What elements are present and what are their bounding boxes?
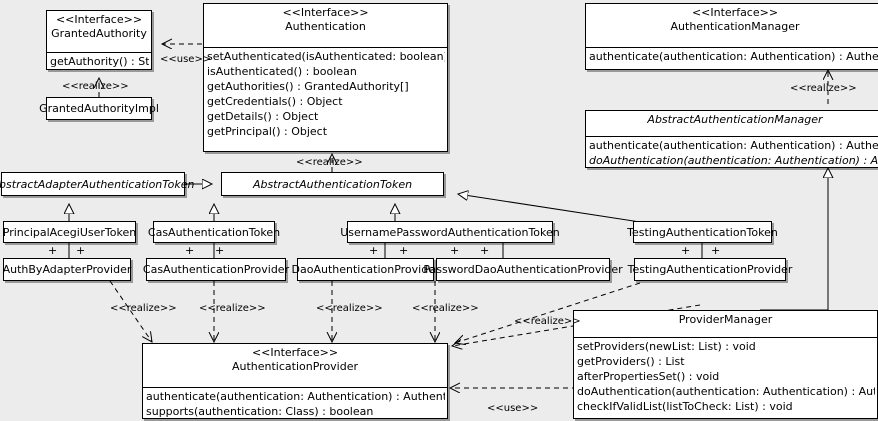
class-header: <<Interface>> Authentication	[204, 4, 447, 48]
edge-label-realize-grantedauthorityimpl: <<realize>>	[62, 81, 129, 92]
edge-label-realize-daoauthenticationprovider: <<realize>>	[316, 303, 383, 314]
class-name: AbstractAdapterAuthenticationToken	[0, 177, 195, 191]
operations-compartment: authenticate(authentication: Authenticat…	[586, 137, 878, 170]
association-plus: +	[681, 244, 691, 257]
class-principal-acegi-user-token[interactable]: PrincipalAcegiUserToken	[3, 221, 136, 243]
edge-label-realize-abstractauthenticationtoken: <<realize>>	[296, 157, 363, 168]
operation: getAuthorities() : GrantedAuthority[]	[207, 80, 409, 93]
class-header: <<Interface>> GrantedAuthority	[47, 11, 151, 53]
class-name: CasAuthenticationToken	[147, 225, 281, 239]
operation: authenticate(authentication: Authenticat…	[146, 390, 445, 403]
association-plus: +	[480, 244, 490, 257]
association-plus: +	[369, 244, 379, 257]
class-name: GrantedAuthority	[51, 27, 147, 40]
edge-label-realize-abstractauthenticationmanager: <<realize>>	[790, 83, 857, 94]
operation: getPrincipal() : Object	[207, 125, 328, 138]
association-plus: +	[215, 244, 225, 257]
edge-label-realize-authbyadapterprovider: <<realize>>	[110, 303, 177, 314]
class-header: <<Interface>> AuthenticationManager	[586, 4, 878, 48]
class-header: <<Interface>> AuthenticationProvider	[143, 344, 447, 388]
class-dao-authentication-provider[interactable]: DaoAuthenticationProvider	[292, 258, 440, 281]
class-cas-authentication-token[interactable]: CasAuthenticationToken	[148, 221, 280, 243]
class-name: DaoAuthenticationProvider	[291, 263, 440, 276]
class-name: AbstractAuthenticationToken	[252, 177, 413, 191]
operation: setAuthenticated(isAuthenticated: boolea…	[207, 50, 445, 63]
operations-compartment: authenticate(authentication: Authenticat…	[586, 48, 878, 66]
class-name: PrincipalAcegiUserToken	[2, 225, 137, 239]
operation: supports(authentication: Class) : boolea…	[146, 405, 374, 418]
operation: getProviders() : List	[577, 355, 685, 368]
class-abstract-authentication-manager[interactable]: AbstractAuthenticationManager authentica…	[585, 110, 878, 168]
operation: isAuthenticated() : boolean	[207, 65, 357, 78]
class-name: Authentication	[285, 20, 366, 33]
operation: authenticate(authentication: Authenticat…	[589, 50, 878, 63]
operations-compartment: getAuthority() : String	[47, 53, 151, 71]
stereotype-label: <<Interface>>	[282, 6, 369, 19]
edge-label-use-providermanager: <<use>>	[487, 403, 539, 414]
class-name: PasswordDaoAuthenticationProvider	[423, 263, 623, 276]
class-name: AuthByAdapterProvider	[2, 263, 132, 276]
association-plus: +	[76, 244, 86, 257]
class-authentication-manager[interactable]: <<Interface>> AuthenticationManager auth…	[585, 3, 878, 70]
class-name: ProviderManager	[678, 313, 773, 326]
stereotype-label: <<Interface>>	[251, 346, 339, 359]
operation: doAuthentication(authentication: Authent…	[577, 385, 875, 398]
class-username-password-authentication-token[interactable]: UsernamePasswordAuthenticationToken	[340, 221, 560, 243]
class-name: AuthenticationManager	[670, 20, 800, 33]
operation: doAuthentication(authentication: Authent…	[589, 154, 878, 167]
association-plus: +	[450, 244, 460, 257]
class-granted-authority-impl[interactable]: GrantedAuthorityImpl	[39, 97, 159, 120]
association-plus: +	[399, 244, 409, 257]
class-header: ProviderManager	[574, 311, 877, 338]
class-provider-manager[interactable]: ProviderManager setProviders(newList: Li…	[573, 310, 878, 419]
edge-label-use-authentication-grantedauthority: <<use>>	[160, 54, 212, 65]
class-password-dao-authentication-provider[interactable]: PasswordDaoAuthenticationProvider	[423, 258, 623, 281]
operation: getCredentials() : Object	[207, 95, 343, 108]
class-name: TestingAuthenticationProvider	[627, 263, 793, 276]
class-abstract-adapter-authentication-token[interactable]: AbstractAdapterAuthenticationToken	[0, 172, 194, 196]
association-plus: +	[48, 244, 58, 257]
class-name: CasAuthenticationProvider	[142, 263, 290, 276]
class-testing-authentication-provider[interactable]: TestingAuthenticationProvider	[628, 258, 792, 281]
class-header: AbstractAuthenticationManager	[586, 111, 878, 137]
operations-compartment: setProviders(newList: List) : void getPr…	[574, 338, 877, 416]
class-authentication[interactable]: <<Interface>> Authentication setAuthenti…	[203, 3, 448, 152]
association-plus: +	[185, 244, 195, 257]
stereotype-label: <<Interface>>	[55, 13, 143, 26]
operation: getDetails() : Object	[207, 110, 319, 123]
class-name: AbstractAuthenticationManager	[647, 113, 823, 126]
class-authentication-provider[interactable]: <<Interface>> AuthenticationProvider aut…	[142, 343, 448, 419]
edge-label-realize-providermanager: <<realize>>	[514, 316, 581, 327]
edge-label-realize-casauthenticationprovider: <<realize>>	[199, 303, 266, 314]
operations-compartment: setAuthenticated(isAuthenticated: boolea…	[204, 48, 447, 141]
operation: afterPropertiesSet() : void	[577, 370, 720, 383]
class-name: AuthenticationProvider	[231, 360, 359, 373]
class-testing-authentication-token[interactable]: TestingAuthenticationToken	[627, 221, 778, 243]
edge-label-realize-passworddaoauthenticationprovider: <<realize>>	[412, 303, 479, 314]
class-granted-authority[interactable]: <<Interface>> GrantedAuthority getAuthor…	[46, 10, 152, 70]
class-name: UsernamePasswordAuthenticationToken	[340, 225, 560, 239]
operation: getAuthority() : String	[50, 55, 149, 68]
class-abstract-authentication-token[interactable]: AbstractAuthenticationToken	[221, 172, 444, 196]
stereotype-label: <<Interface>>	[691, 6, 779, 19]
operation: authenticate(authentication: Authenticat…	[589, 139, 878, 152]
class-name: GrantedAuthorityImpl	[39, 102, 159, 115]
class-name: TestingAuthenticationToken	[627, 225, 778, 239]
operation: checkIfValidList(listToCheck: List) : vo…	[577, 400, 793, 413]
class-cas-authentication-provider[interactable]: CasAuthenticationProvider	[142, 258, 290, 281]
operation: setProviders(newList: List) : void	[577, 340, 756, 353]
operations-compartment: authenticate(authentication: Authenticat…	[143, 388, 447, 421]
class-auth-by-adapter-provider[interactable]: AuthByAdapterProvider	[3, 258, 131, 281]
association-plus: +	[711, 244, 721, 257]
